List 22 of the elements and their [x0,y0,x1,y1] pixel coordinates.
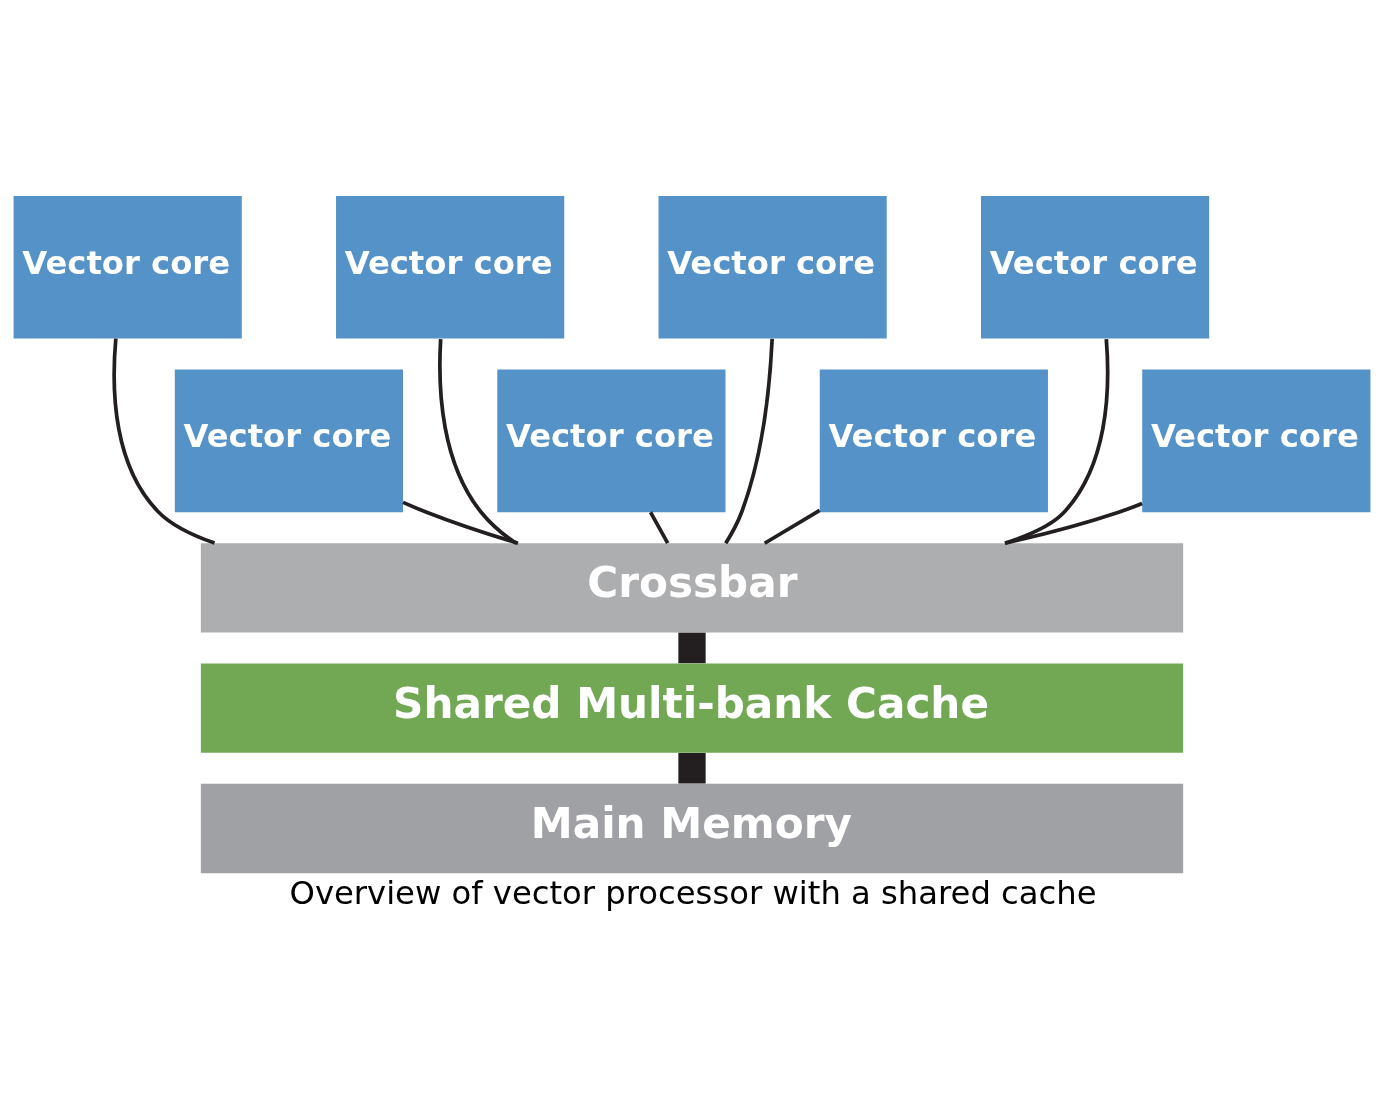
node-box: Vector core [1142,369,1371,513]
connector [1004,338,1110,545]
connector [402,500,519,545]
node-box: Vector core [497,369,726,513]
node-box: Vector core [658,195,887,339]
node-box: Vector core [13,195,242,339]
node-box: Vector core [981,195,1210,339]
node-box: Crossbar [200,543,1184,633]
connector [724,338,774,545]
node-box: Vector core [336,195,565,339]
node-box: Shared Multi-bank Cache [200,663,1184,753]
connector [763,508,821,545]
connector [648,511,670,544]
node-box: Main Memory [200,783,1184,874]
node-box: Vector core [819,369,1048,513]
connector [1004,501,1143,545]
connector [438,339,518,545]
connector [678,752,706,784]
connector [678,632,706,664]
connector [112,338,216,545]
caption: Overview of vector processor with a shared cache [289,873,1097,912]
node-box: Vector core [174,369,403,513]
